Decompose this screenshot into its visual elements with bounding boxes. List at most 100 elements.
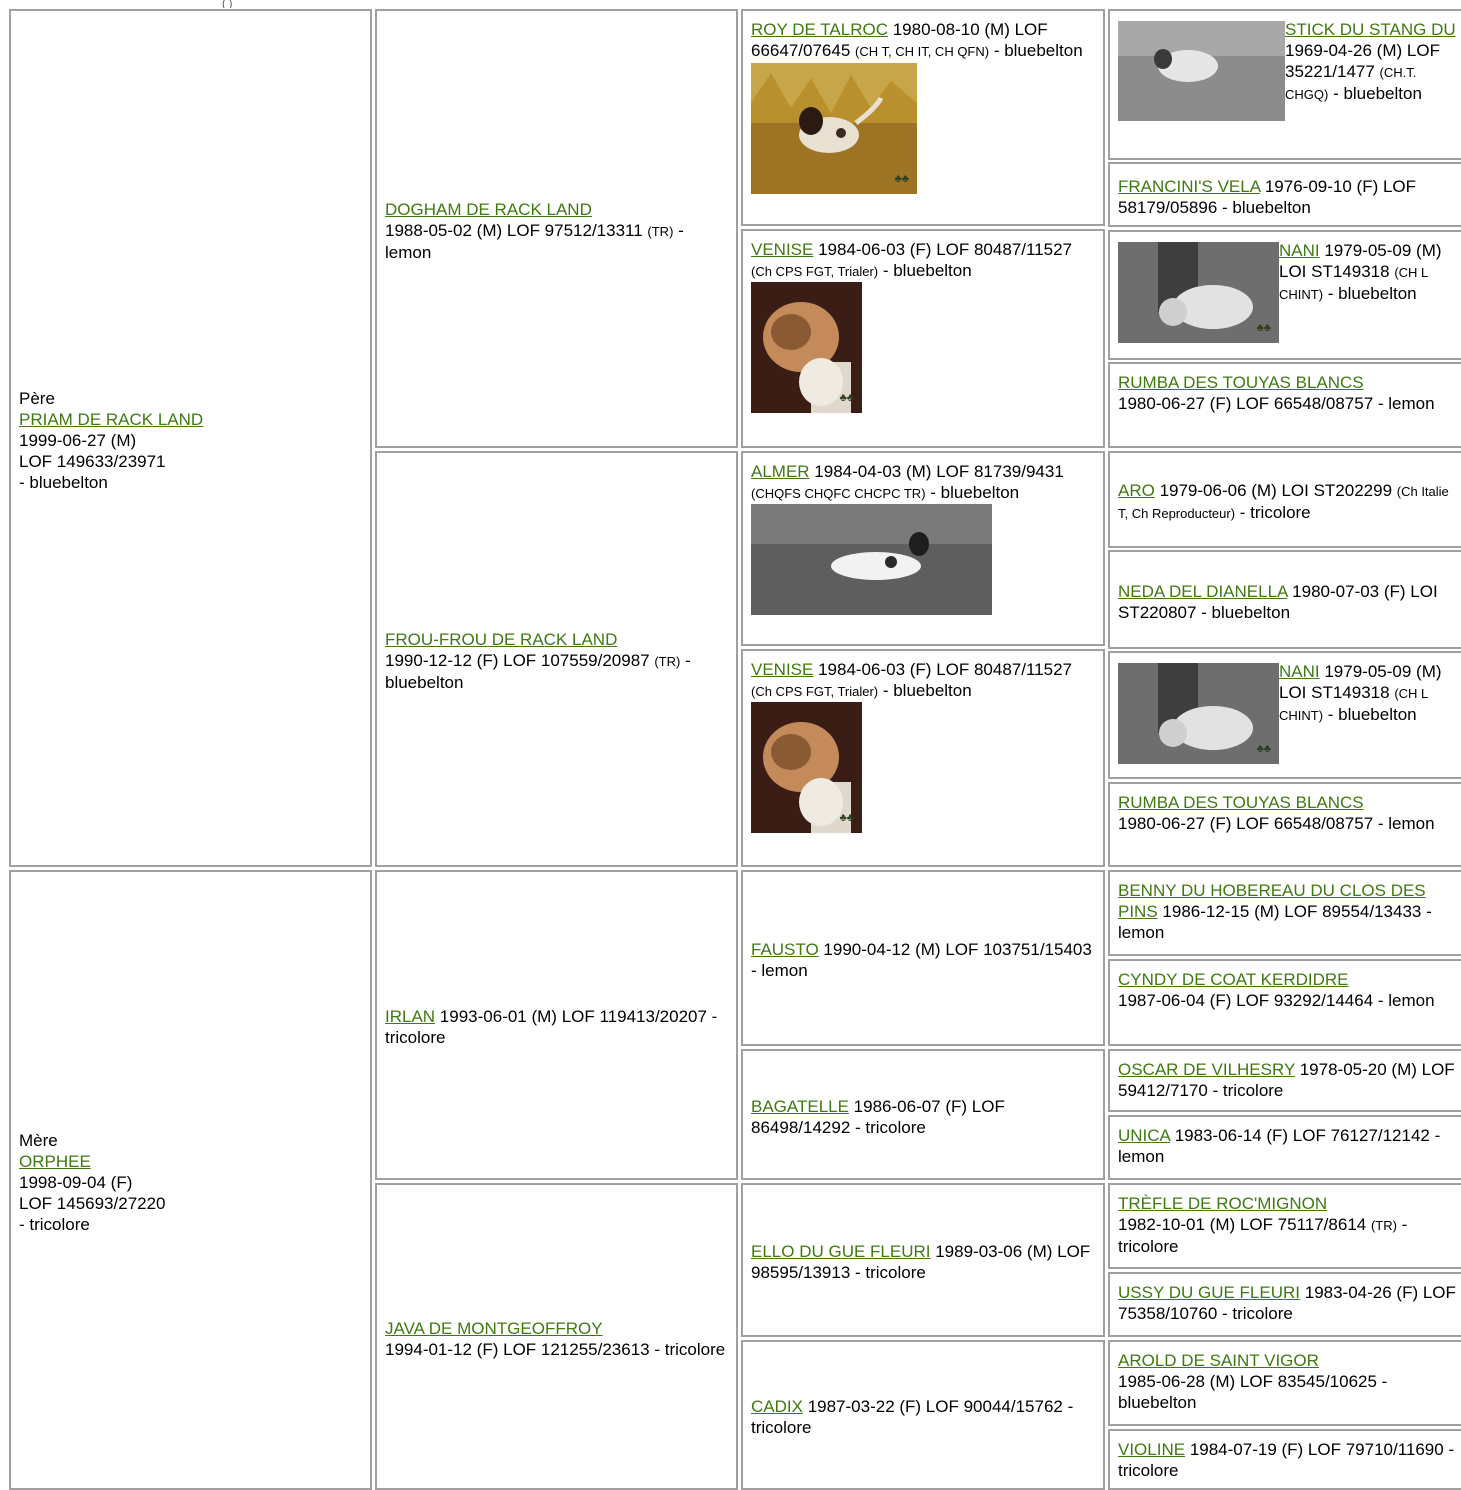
dam-birth: 1998-09-04 (F)	[19, 1172, 133, 1192]
dog-info: 1986-12-15 (M) LOF 89554/13433 - lemon	[1118, 902, 1432, 942]
gen4-cell-13: TRÈFLE DE ROC'MIGNON 1982-10-01 (M) LOF 7…	[1108, 1183, 1461, 1269]
dog-titles: (TR)	[647, 223, 674, 239]
handler-with-dog-image	[1118, 242, 1279, 343]
dog-info: 1988-05-02 (M) LOF 97512/13311	[385, 220, 648, 240]
gen4-link[interactable]: OSCAR DE VILHESRY	[1118, 1060, 1295, 1079]
gen4-link[interactable]: FRANCINI'S VELA	[1118, 176, 1261, 196]
gen3-cell-2: VENISE 1984-06-03 (F) LOF 80487/11527 (C…	[741, 229, 1105, 448]
dog-color: - bluebelton	[925, 483, 1020, 502]
gen4-link[interactable]: NANI	[1279, 662, 1320, 681]
gen4-link[interactable]: RUMBA DES TOUYAS BLANCS	[1118, 373, 1364, 392]
dog-with-bird-image	[751, 702, 862, 833]
gen4-link[interactable]: UNICA	[1118, 1126, 1170, 1145]
gen4-cell-11: OSCAR DE VILHESRY 1978-05-20 (M) LOF 594…	[1108, 1049, 1461, 1112]
maternal-grandsire-link[interactable]: IRLAN	[385, 1007, 436, 1026]
gen4-link[interactable]: USSY DU GUE FLEURI	[1118, 1283, 1301, 1302]
paternal-granddam-cell: FROU-FROU DE RACK LAND 1990-12-12 (F) LO…	[375, 451, 738, 867]
dog-titles: (CH L CHINT)	[1279, 265, 1428, 302]
dog-info: 1990-12-12 (F) LOF 107559/20987	[385, 651, 655, 670]
dam-color: - tricolore	[19, 1214, 90, 1234]
dog-info: 1987-03-22 (F) LOF 90044/15762 - tricolo…	[751, 1397, 1074, 1437]
dog-info: 1979-06-06 (M) LOI ST202299	[1154, 480, 1397, 500]
sire-birth: 1999-06-27 (M)	[19, 430, 137, 450]
gen4-link[interactable]: RUMBA DES TOUYAS BLANCS	[1118, 793, 1364, 812]
dog-color: - lemon	[385, 220, 684, 262]
dog-titles: (TR)	[654, 654, 681, 669]
dog-info: 1976-09-10 (F) LOF 58179/05896 - bluebel…	[1118, 176, 1417, 217]
dam-cell: Mère ORPHEE 1998-09-04 (F) LOF 145693/27…	[9, 870, 372, 1490]
dog-color: - bluebelton	[385, 651, 691, 692]
gen3-link[interactable]: BAGATELLE	[751, 1096, 849, 1116]
watermark-icon: ♣♣	[839, 812, 854, 824]
gen4-link[interactable]: NANI	[1279, 241, 1320, 260]
dog-titles: (Ch CPS FGT, Trialer)	[751, 264, 879, 279]
gen3-link[interactable]: ROY DE TALROC	[751, 20, 888, 39]
paternal-granddam-link[interactable]: FROU-FROU DE RACK LAND	[385, 630, 618, 649]
gen3-cell-4: VENISE 1984-06-03 (F) LOF 80487/11527 (C…	[741, 649, 1105, 867]
handler-with-dog-image	[1118, 663, 1279, 764]
dog-photo[interactable]	[751, 504, 992, 615]
sire-name-link[interactable]: PRIAM DE RACK LAND	[19, 409, 204, 429]
gen3-cell-7: ELLO DU GUE FLEURI 1989-03-06 (M) LOF 98…	[741, 1183, 1105, 1337]
gen3-link[interactable]: FAUSTO	[751, 940, 819, 959]
gen4-link[interactable]: NEDA DEL DIANELLA	[1118, 581, 1288, 601]
watermark-icon: ♣♣	[839, 392, 854, 404]
dog-color: - tricolore	[1235, 502, 1311, 522]
dog-photo[interactable]: ♣♣	[1118, 242, 1279, 343]
dog-info: 1980-08-10 (M) LOF 66647/07645	[751, 20, 1048, 60]
dog-photo[interactable]: ♣♣	[1118, 663, 1279, 764]
gen4-cell-1: STICK DU STANG DU 1969-04-26 (M) LOF 352…	[1108, 9, 1461, 160]
paternal-grandsire-link[interactable]: DOGHAM DE RACK LAND	[385, 199, 592, 219]
maternal-granddam-link[interactable]: JAVA DE MONTGEOFFROY	[385, 1318, 603, 1338]
gen4-link[interactable]: STICK DU STANG DU	[1285, 20, 1456, 39]
dog-info: 1980-06-27 (F) LOF 66548/08757 - lemon	[1118, 394, 1435, 413]
gen4-link[interactable]: VIOLINE	[1118, 1440, 1186, 1459]
dog-info: 1993-06-01 (M) LOF 119413/20207 - tricol…	[385, 1007, 718, 1047]
gen3-link[interactable]: ALMER	[751, 462, 810, 481]
dog-color: - bluebelton	[1323, 705, 1417, 724]
dog-photo[interactable]: ♣♣	[751, 702, 862, 833]
dog-info: 1983-04-26 (F) LOF 75358/10760 - tricolo…	[1118, 1283, 1456, 1323]
dam-name-link[interactable]: ORPHEE	[19, 1151, 91, 1171]
sire-label: Père	[19, 388, 55, 408]
gen4-cell-16: VIOLINE 1984-07-19 (F) LOF 79710/11690 -…	[1108, 1429, 1461, 1490]
watermark-icon: ♣♣	[1256, 743, 1271, 755]
watermark-icon: ♣♣	[894, 173, 909, 185]
dog-info: 1994-01-12 (F) LOF 121255/23613 - tricol…	[385, 1339, 726, 1359]
gen3-cell-6: BAGATELLE 1986-06-07 (F) LOF 86498/14292…	[741, 1049, 1105, 1180]
dog-info: 1989-03-06 (M) LOF 98595/13913 - tricolo…	[751, 1242, 1091, 1282]
gen3-cell-1: ROY DE TALROC 1980-08-10 (M) LOF 66647/0…	[741, 9, 1105, 226]
dog-photo[interactable]: ♣♣	[751, 282, 862, 413]
gen3-link[interactable]: VENISE	[751, 660, 814, 679]
gen3-link[interactable]: CADIX	[751, 1397, 803, 1416]
gen3-link[interactable]: VENISE	[751, 240, 814, 259]
dog-color: - bluebelton	[878, 681, 972, 700]
dog-titles: (Ch Italie T, Ch Reproducteur)	[1118, 483, 1449, 521]
dog-color: - tricolore	[1118, 1215, 1408, 1256]
dog-photo[interactable]: ♣♣	[751, 63, 917, 194]
gen4-link[interactable]: BENNY DU HOBEREAU DU CLOS DES PINS	[1118, 881, 1426, 921]
dog-color: - bluebelton	[1328, 84, 1422, 103]
sire-cell: Père PRIAM DE RACK LAND 1999-06-27 (M) L…	[9, 9, 372, 867]
dog-info: 1979-05-09 (M) LOI ST149318	[1279, 241, 1442, 281]
dog-titles: (CH L CHINT)	[1279, 686, 1428, 723]
dog-titles: (CH.T. CHGQ)	[1285, 65, 1417, 102]
setter-pointing-image	[1118, 21, 1285, 121]
gen4-link[interactable]: TRÈFLE DE ROC'MIGNON	[1118, 1194, 1328, 1213]
dog-color: - bluebelton	[1323, 284, 1417, 303]
dog-info: 1982-10-01 (M) LOF 75117/8614	[1118, 1215, 1371, 1234]
dog-titles: (CH T, CH IT, CH QFN)	[855, 44, 990, 59]
setter-in-field-image	[751, 504, 992, 615]
dog-info: 1984-06-03 (F) LOF 80487/11527	[813, 240, 1072, 259]
gen4-link[interactable]: AROLD DE SAINT VIGOR	[1118, 1351, 1319, 1370]
gen3-link[interactable]: ELLO DU GUE FLEURI	[751, 1242, 931, 1261]
gen4-link[interactable]: ARO	[1118, 480, 1155, 500]
dog-titles: (CHQFS CHQFC CHCPC TR)	[751, 486, 926, 501]
gen4-link[interactable]: CYNDY DE COAT KERDIDRE	[1118, 970, 1349, 989]
gen4-cell-3: ♣♣ NANI 1979-05-09 (M) LOI ST149318 (CH …	[1108, 230, 1461, 360]
page-top-fragment: ( )	[222, 0, 233, 8]
watermark-icon: ♣♣	[1256, 322, 1271, 334]
gen4-cell-2: FRANCINI'S VELA 1976-09-10 (F) LOF 58179…	[1108, 162, 1461, 227]
dog-photo[interactable]	[1118, 21, 1285, 121]
